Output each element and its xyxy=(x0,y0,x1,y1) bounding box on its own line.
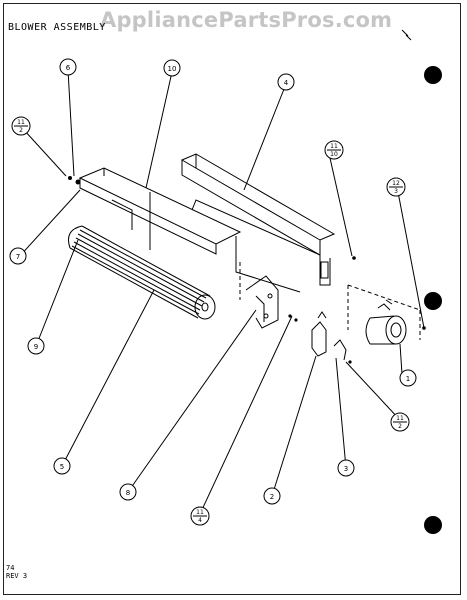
callout-11-4: 11 4 xyxy=(190,506,210,526)
callout-3-text: 3 xyxy=(344,465,348,473)
motor-guide-lines xyxy=(239,262,421,340)
callout-11-2-right-top: 11 xyxy=(396,415,404,422)
callout-11-10-bottom: 10 xyxy=(330,151,338,158)
side-bracket xyxy=(319,255,331,286)
callout-7: 7 xyxy=(9,247,27,265)
callout-11-2-right-bottom: 2 xyxy=(398,423,402,430)
blower-motor xyxy=(365,299,407,345)
callout-9-text: 9 xyxy=(34,343,38,351)
callout-8-text: 8 xyxy=(126,489,130,497)
callout-2-text: 2 xyxy=(270,493,274,501)
callout-10: 10 xyxy=(163,59,181,77)
callout-11-4-top: 11 xyxy=(196,509,204,516)
callout-1-text: 1 xyxy=(406,375,410,383)
callout-11-2-left-top: 11 xyxy=(17,119,25,126)
binder-hole-bottom xyxy=(424,516,442,534)
revision-label: REV 3 xyxy=(6,572,28,580)
watermark: AppliancePartsPros.com xyxy=(100,8,393,32)
callout-6: 6 xyxy=(59,58,77,76)
callout-10-text: 10 xyxy=(168,65,177,73)
callout-12-3-top: 12 xyxy=(392,180,400,187)
callout-2: 2 xyxy=(263,487,281,505)
callout-11-10-top: 11 xyxy=(330,143,338,150)
callout-12-3-bottom: 3 xyxy=(394,188,398,195)
sheet-border xyxy=(3,3,461,595)
binder-hole-middle xyxy=(424,292,442,310)
binder-hole-top xyxy=(424,66,442,84)
callout-11-2-left-bottom: 2 xyxy=(19,127,23,134)
callout-9: 9 xyxy=(27,337,45,355)
wheel-bracket xyxy=(245,275,279,329)
callout-3: 3 xyxy=(337,459,355,477)
fastener-dots xyxy=(68,176,426,364)
callout-5-text: 5 xyxy=(60,463,64,471)
callout-4: 4 xyxy=(277,73,295,91)
callout-12-3: 12 3 xyxy=(386,177,406,197)
revision-note: 74 REV 3 xyxy=(6,564,27,580)
capacitor-clip xyxy=(311,311,347,361)
callout-11-2-left: 11 2 xyxy=(11,116,31,136)
callout-1: 1 xyxy=(399,369,417,387)
blower-wheel xyxy=(68,225,216,320)
callout-7-text: 7 xyxy=(16,253,20,261)
revision-number: 74 xyxy=(6,564,15,572)
diagram-title: BLOWER ASSEMBLY xyxy=(8,22,106,33)
leader-lines xyxy=(17,69,425,515)
blower-housing-panel xyxy=(78,167,301,293)
callout-4-text: 4 xyxy=(284,79,289,87)
corner-mark xyxy=(401,29,412,41)
callout-8: 8 xyxy=(119,483,137,501)
callout-11-2-right: 11 2 xyxy=(390,412,410,432)
callout-5: 5 xyxy=(53,457,71,475)
top-rail xyxy=(180,153,336,256)
callout-6-text: 6 xyxy=(66,64,71,72)
callout-11-4-bottom: 4 xyxy=(198,517,202,524)
callout-11-10: 11 10 xyxy=(324,140,344,160)
